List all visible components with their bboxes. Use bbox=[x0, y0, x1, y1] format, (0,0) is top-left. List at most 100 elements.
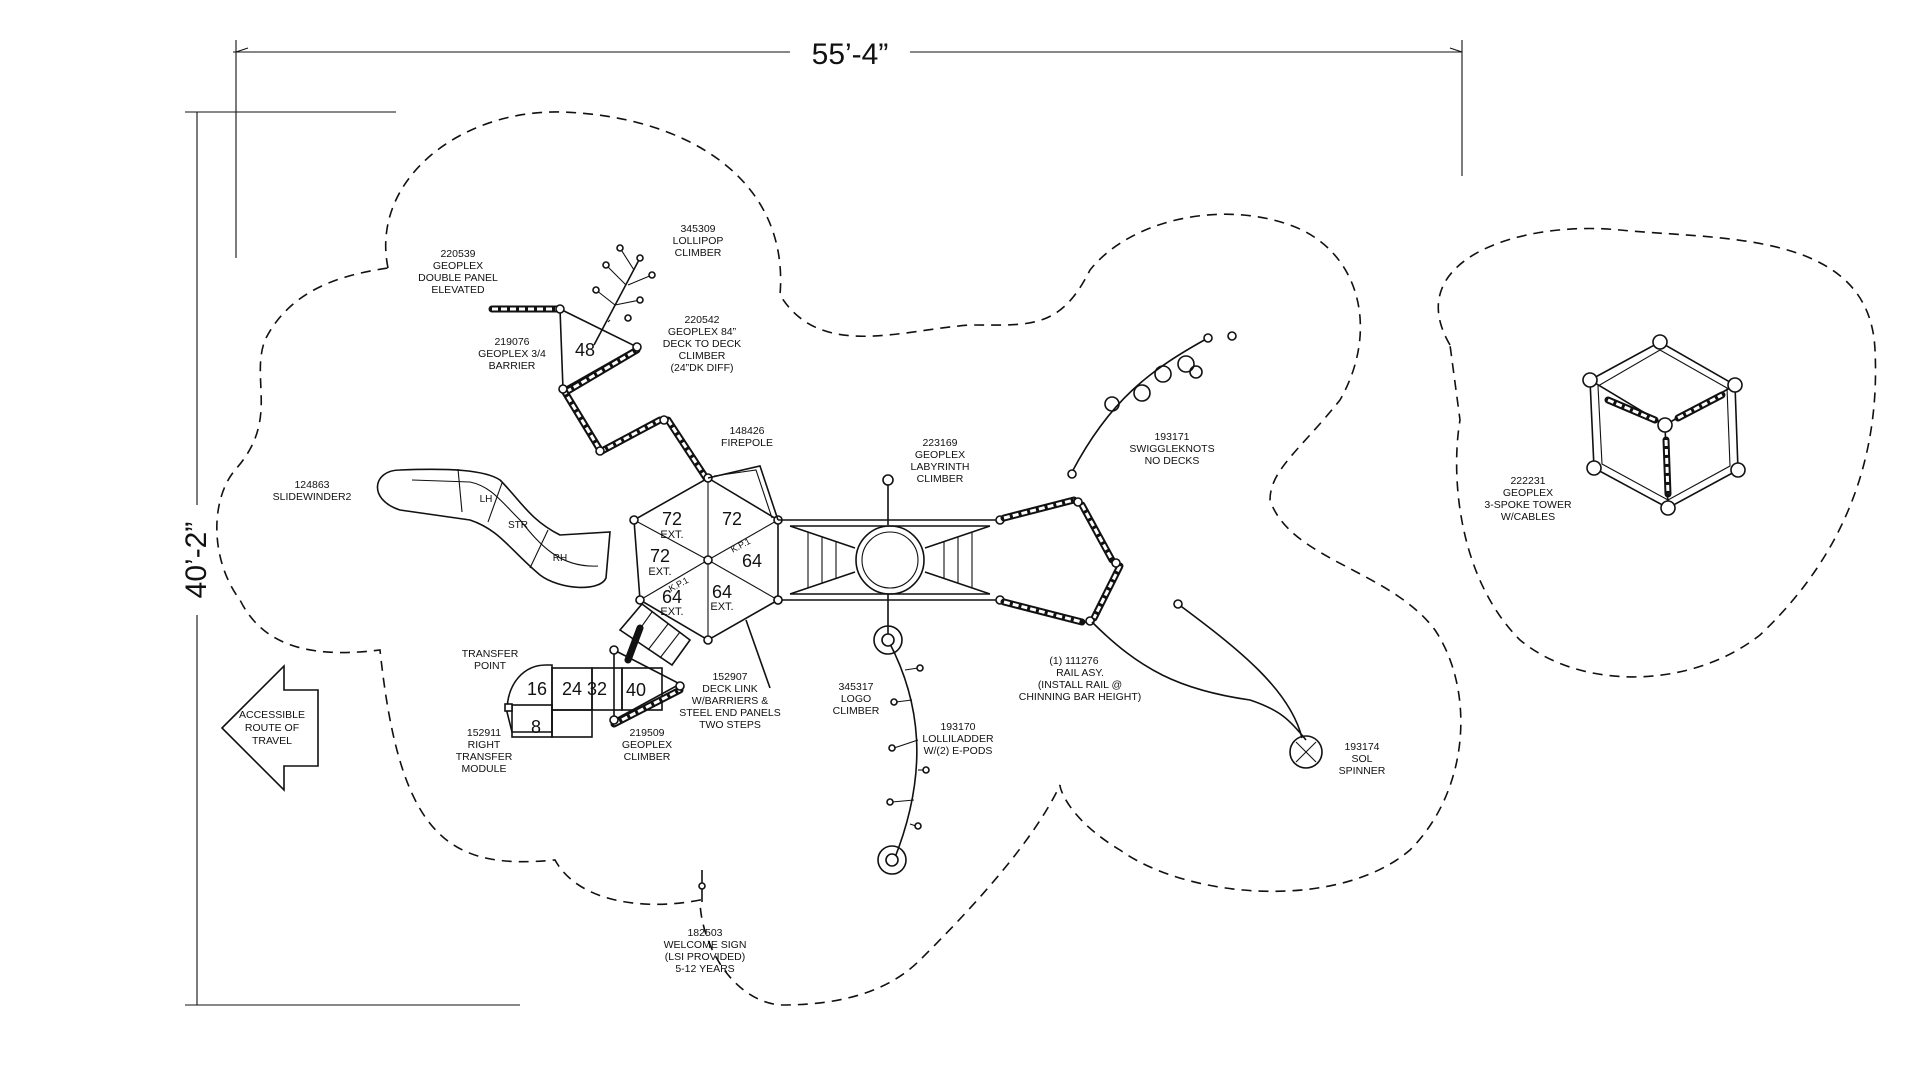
label-text: 193171 bbox=[1154, 431, 1189, 443]
label-text: TRANSFER bbox=[456, 751, 513, 763]
deck-8: 8 bbox=[531, 717, 541, 737]
label-deck-link: 152907 DECK LINK W/BARRIERS & STEEL END … bbox=[679, 671, 781, 731]
deck-72-c-ext: EXT. bbox=[648, 566, 671, 578]
label-text: CLIMBER bbox=[624, 751, 671, 763]
deck-link-steps bbox=[618, 602, 771, 689]
label-text: GEOPLEX 3/4 bbox=[478, 348, 546, 360]
label-geoplex-climber: 219509 GEOPLEX CLIMBER bbox=[622, 727, 672, 763]
arrow-line-1: ACCESSIBLE bbox=[239, 709, 305, 721]
lollipop-climber bbox=[592, 244, 656, 346]
label-text: 193174 bbox=[1344, 741, 1379, 753]
label-text: 5-12 YEARS bbox=[675, 963, 734, 975]
accessible-route-arrow: ACCESSIBLE ROUTE OF TRAVEL bbox=[220, 664, 319, 792]
label-text: 182503 bbox=[687, 927, 722, 939]
slide-mark-str: STR bbox=[508, 520, 528, 531]
label-text: DECK LINK bbox=[702, 683, 757, 695]
label-text: (1) 111276 bbox=[1049, 655, 1098, 667]
deck-64-c-ext: EXT. bbox=[710, 601, 733, 613]
lolliladder bbox=[873, 625, 930, 875]
label-text: SOL bbox=[1351, 753, 1372, 765]
label-text: TWO STEPS bbox=[699, 719, 761, 731]
label-text: GEOPLEX 84” bbox=[668, 326, 737, 338]
label-text: W/BARRIERS & bbox=[692, 695, 768, 707]
label-text: CLIMBER bbox=[675, 247, 722, 259]
label-text: GEOPLEX bbox=[1503, 487, 1553, 499]
label-labyrinth-climber: 223169 GEOPLEX LABYRINTH CLIMBER bbox=[911, 437, 970, 485]
label-text: TRANSFER bbox=[462, 648, 519, 660]
label-text: 345317 bbox=[838, 681, 873, 693]
label-text: NO DECKS bbox=[1145, 455, 1200, 467]
label-text: 193170 bbox=[940, 721, 975, 733]
label-text: SLIDEWINDER2 bbox=[273, 491, 352, 503]
label-text: SWIGGLEKNOTS bbox=[1129, 443, 1214, 455]
deck-72-c: 72 bbox=[650, 546, 670, 566]
right-beam-structure bbox=[1000, 496, 1124, 626]
width-dimension: 55’-4” bbox=[233, 34, 1463, 258]
label-text: 152907 bbox=[712, 671, 747, 683]
label-firepole: 148426 FIREPOLE bbox=[721, 425, 773, 449]
label-text: ELEVATED bbox=[431, 284, 485, 296]
label-text: RAIL ASY. bbox=[1056, 667, 1104, 679]
label-text: 219509 bbox=[629, 727, 664, 739]
label-text: LOLLILADDER bbox=[922, 733, 994, 745]
label-text: WELCOME SIGN bbox=[664, 939, 747, 951]
slide-mark-rh: RH bbox=[553, 553, 567, 564]
label-text: (24”DK DIFF) bbox=[671, 362, 734, 374]
label-text: STEEL END PANELS bbox=[679, 707, 781, 719]
deck-40: 40 bbox=[626, 680, 646, 700]
label-geoplex-barrier: 219076 GEOPLEX 3/4 BARRIER bbox=[478, 336, 546, 372]
label-text: W/(2) E-PODS bbox=[924, 745, 993, 757]
label-transfer-module: 152911 RIGHT TRANSFER MODULE bbox=[456, 727, 513, 775]
tower-use-zone bbox=[1437, 227, 1877, 678]
deck-64-c: 64 bbox=[712, 582, 732, 602]
arrow-line-3: TRAVEL bbox=[252, 735, 292, 747]
label-sol-spinner: 193174 SOL SPINNER bbox=[1339, 741, 1386, 777]
label-text: LOGO bbox=[841, 693, 871, 705]
label-text: 148426 bbox=[729, 425, 764, 437]
label-text: MODULE bbox=[462, 763, 507, 775]
label-lolliladder: 193170 LOLLILADDER W/(2) E-PODS bbox=[922, 721, 994, 757]
label-text: 220542 bbox=[684, 314, 719, 326]
label-text: GEOPLEX bbox=[433, 260, 483, 272]
labyrinth-climber bbox=[773, 474, 1005, 640]
label-rail: (1) 111276 RAIL ASY. (INSTALL RAIL @ CHI… bbox=[1019, 655, 1142, 703]
label-text: GEOPLEX bbox=[915, 449, 965, 461]
firepole bbox=[707, 465, 779, 521]
label-text: 3-SPOKE TOWER bbox=[1484, 499, 1572, 511]
label-text: SPINNER bbox=[1339, 765, 1386, 777]
deck-48: 48 bbox=[575, 340, 595, 360]
deck-64-a: 64 bbox=[742, 551, 762, 571]
label-text: 152911 bbox=[467, 727, 501, 739]
label-text: 219076 bbox=[494, 336, 529, 348]
label-text: CHINNING BAR HEIGHT) bbox=[1019, 691, 1142, 703]
label-text: GEOPLEX bbox=[622, 739, 672, 751]
label-text: BARRIER bbox=[489, 360, 536, 372]
label-text: FIREPOLE bbox=[721, 437, 773, 449]
label-swiggleknots: 193171 SWIGGLEKNOTS NO DECKS bbox=[1129, 431, 1214, 467]
label-text: DECK TO DECK bbox=[663, 338, 741, 350]
deck-16: 16 bbox=[527, 679, 547, 699]
label-logo-climber: 345317 LOGO CLIMBER bbox=[833, 681, 880, 717]
deck-72-a: 72 bbox=[662, 509, 682, 529]
label-text: LOLLIPOP bbox=[673, 235, 724, 247]
label-text: CLIMBER bbox=[917, 473, 964, 485]
label-geoplex-double-panel: 220539 GEOPLEX DOUBLE PANEL ELEVATED bbox=[418, 248, 498, 296]
label-lollipop-climber: 345309 LOLLIPOP CLIMBER bbox=[673, 223, 724, 259]
label-transfer-point: TRANSFER POINT bbox=[462, 648, 519, 672]
label-spoke-tower: 222231 GEOPLEX 3-SPOKE TOWER W/CABLES bbox=[1484, 475, 1572, 523]
label-text: LABYRINTH bbox=[911, 461, 970, 473]
slidewinder-slide: LH STR RH bbox=[376, 468, 611, 589]
use-zone-boundary bbox=[216, 111, 1462, 1006]
label-text: (INSTALL RAIL @ bbox=[1038, 679, 1122, 691]
deck-32: 32 bbox=[587, 679, 607, 699]
height-dimension: 40’-2” bbox=[176, 111, 520, 1006]
label-text: CLIMBER bbox=[679, 350, 726, 362]
deck-40-assembly: 40 bbox=[609, 624, 685, 728]
label-text: 124863 bbox=[294, 479, 329, 491]
height-dimension-text: 40’-2” bbox=[180, 522, 213, 599]
deck-64-b-ext: EXT. bbox=[660, 606, 683, 618]
swiggleknots bbox=[1067, 331, 1237, 479]
label-text: CLIMBER bbox=[833, 705, 880, 717]
label-text: RIGHT bbox=[468, 739, 501, 751]
deck-72-b: 72 bbox=[722, 509, 742, 529]
